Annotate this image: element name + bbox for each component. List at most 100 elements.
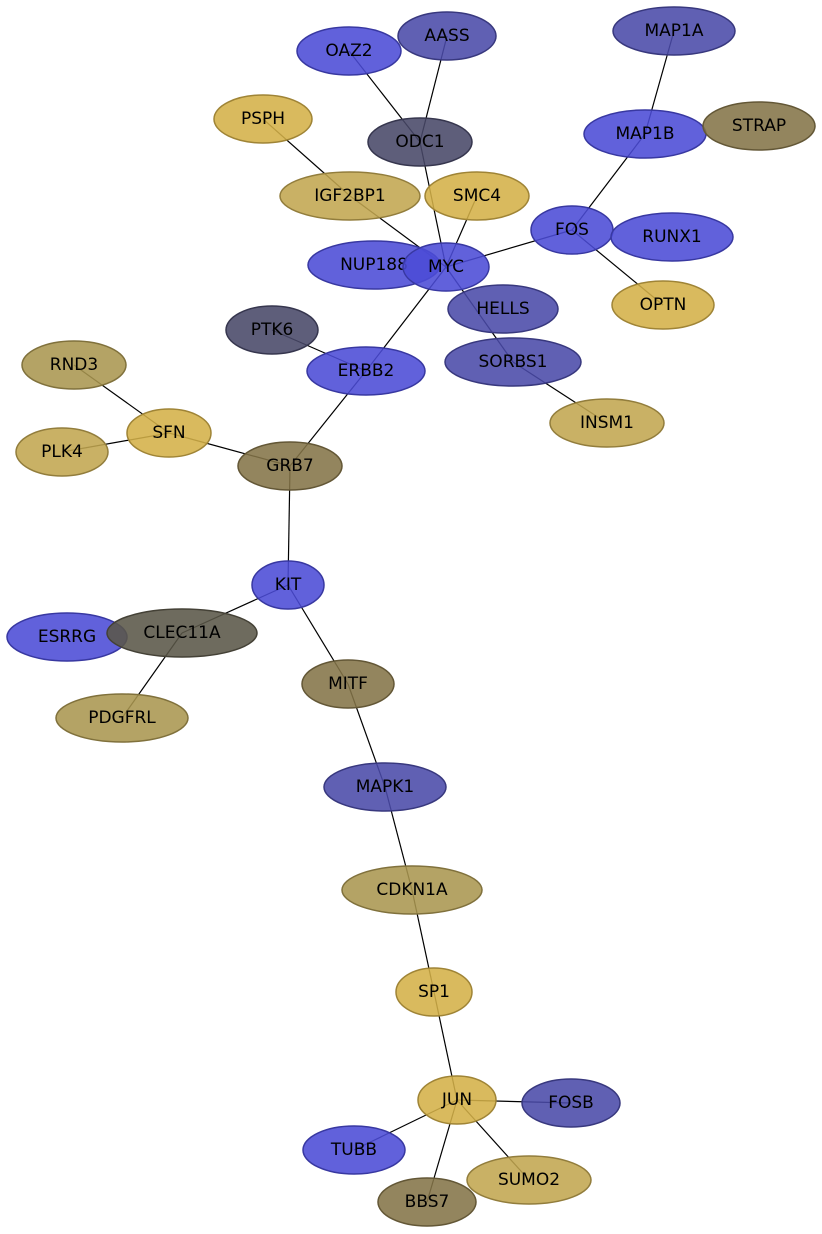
node-shape <box>610 212 734 262</box>
node-label: PSPH <box>241 109 285 129</box>
node-label: MAPK1 <box>356 777 415 797</box>
node-shape <box>225 305 319 355</box>
node-label: MITF <box>328 674 368 694</box>
node-bbs7[interactable]: BBS7 <box>377 1177 477 1227</box>
node-shape <box>395 967 473 1017</box>
node-insm1[interactable]: INSM1 <box>549 398 665 448</box>
node-label: OAZ2 <box>325 41 372 61</box>
node-shape <box>549 398 665 448</box>
node-myc[interactable]: MYC <box>402 242 490 292</box>
node-label: SUMO2 <box>498 1170 560 1190</box>
node-shape <box>444 337 582 387</box>
node-label: HELLS <box>476 299 529 319</box>
node-label: OPTN <box>640 295 687 315</box>
node-label: CDKN1A <box>376 880 448 900</box>
node-label: SFN <box>152 423 185 443</box>
node-shape <box>402 242 490 292</box>
node-tubb[interactable]: TUBB <box>302 1125 406 1175</box>
node-label: MAP1B <box>615 124 674 144</box>
node-label: FOSB <box>548 1093 594 1113</box>
node-shape <box>55 693 189 743</box>
node-shape <box>302 1125 406 1175</box>
node-sumo2[interactable]: SUMO2 <box>466 1155 592 1205</box>
node-shape <box>611 280 715 330</box>
node-shape <box>251 560 325 610</box>
node-label: BBS7 <box>405 1192 450 1212</box>
node-oaz2[interactable]: OAZ2 <box>296 26 402 76</box>
node-map1b[interactable]: MAP1B <box>583 109 707 159</box>
node-esrrg[interactable]: ESRRG <box>6 612 128 662</box>
node-runx1[interactable]: RUNX1 <box>610 212 734 262</box>
node-strap[interactable]: STRAP <box>702 101 816 151</box>
node-shape <box>521 1078 621 1128</box>
node-shape <box>702 101 816 151</box>
node-odc1[interactable]: ODC1 <box>367 117 473 167</box>
node-label: ODC1 <box>395 132 444 152</box>
node-shape <box>424 171 530 221</box>
node-shape <box>447 284 559 334</box>
node-shape <box>417 1075 497 1125</box>
node-shape <box>367 117 473 167</box>
node-sfn[interactable]: SFN <box>126 408 212 458</box>
node-shape <box>397 11 497 61</box>
node-cdkn1a[interactable]: CDKN1A <box>341 865 483 915</box>
node-kit[interactable]: KIT <box>251 560 325 610</box>
node-shape <box>306 346 426 396</box>
node-jun[interactable]: JUN <box>417 1075 497 1125</box>
node-label: IGF2BP1 <box>314 186 386 206</box>
node-shape <box>612 6 736 56</box>
node-aass[interactable]: AASS <box>397 11 497 61</box>
node-label: PDGFRL <box>88 708 156 728</box>
node-grb7[interactable]: GRB7 <box>237 441 343 491</box>
node-label: GRB7 <box>266 456 313 476</box>
node-map1a[interactable]: MAP1A <box>612 6 736 56</box>
node-fos[interactable]: FOS <box>530 205 614 255</box>
node-label: KIT <box>275 575 302 595</box>
node-fosb[interactable]: FOSB <box>521 1078 621 1128</box>
node-shape <box>466 1155 592 1205</box>
node-erbb2[interactable]: ERBB2 <box>306 346 426 396</box>
node-label: RUNX1 <box>642 227 701 247</box>
node-smc4[interactable]: SMC4 <box>424 171 530 221</box>
node-hells[interactable]: HELLS <box>447 284 559 334</box>
node-label: SORBS1 <box>479 352 548 372</box>
node-shape <box>126 408 212 458</box>
node-sorbs1[interactable]: SORBS1 <box>444 337 582 387</box>
node-shape <box>296 26 402 76</box>
node-shape <box>323 762 447 812</box>
node-label: MYC <box>428 257 464 277</box>
node-rnd3[interactable]: RND3 <box>21 340 127 390</box>
node-shape <box>213 94 313 144</box>
node-optn[interactable]: OPTN <box>611 280 715 330</box>
node-shape <box>15 427 109 477</box>
node-label: TUBB <box>330 1140 377 1160</box>
node-shape <box>21 340 127 390</box>
node-label: FOS <box>555 220 589 240</box>
node-label: SP1 <box>418 982 450 1002</box>
node-shape <box>237 441 343 491</box>
node-label: JUN <box>441 1090 472 1110</box>
node-ptk6[interactable]: PTK6 <box>225 305 319 355</box>
node-label: CLEC11A <box>143 623 221 643</box>
node-label: SMC4 <box>453 186 501 206</box>
node-psph[interactable]: PSPH <box>213 94 313 144</box>
node-sp1[interactable]: SP1 <box>395 967 473 1017</box>
node-label: ERBB2 <box>338 361 395 381</box>
node-pdgfrl[interactable]: PDGFRL <box>55 693 189 743</box>
node-shape <box>301 659 395 709</box>
node-label: PLK4 <box>41 442 83 462</box>
node-plk4[interactable]: PLK4 <box>15 427 109 477</box>
node-clec11a[interactable]: CLEC11A <box>106 608 258 658</box>
node-label: PTK6 <box>251 320 294 340</box>
node-label: STRAP <box>732 116 786 136</box>
node-igf2bp1[interactable]: IGF2BP1 <box>279 171 421 221</box>
node-mapk1[interactable]: MAPK1 <box>323 762 447 812</box>
node-mitf[interactable]: MITF <box>301 659 395 709</box>
node-shape <box>377 1177 477 1227</box>
node-label: ESRRG <box>38 627 96 647</box>
node-label: NUP188 <box>340 255 408 275</box>
node-label: RND3 <box>50 355 98 375</box>
node-label: AASS <box>424 26 469 46</box>
